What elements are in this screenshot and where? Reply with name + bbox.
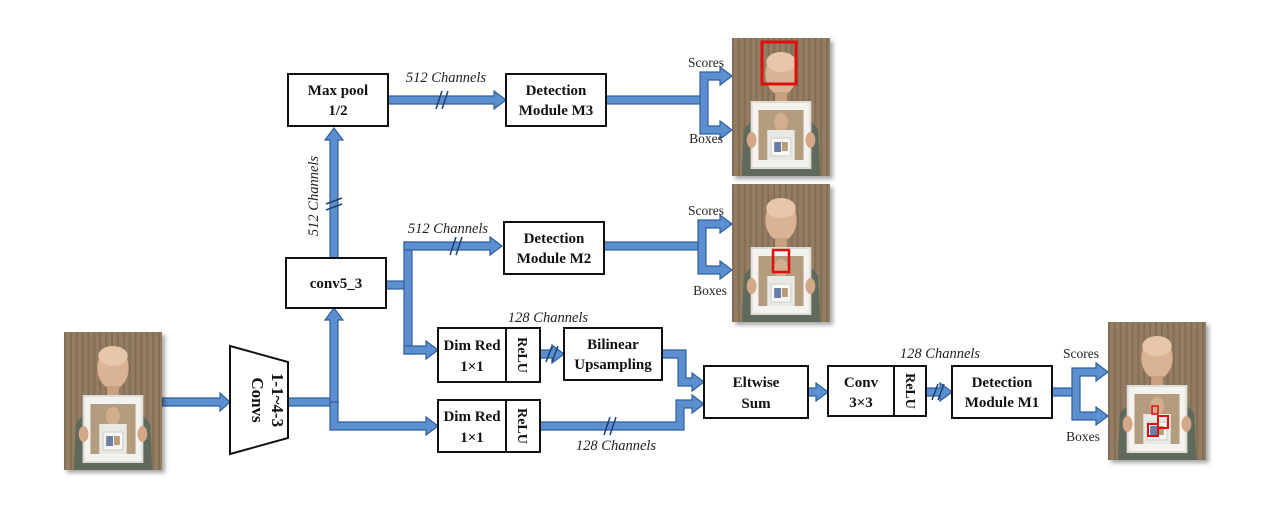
convs-block: Convs 1-1~4-3	[229, 344, 289, 456]
max-pool-ratio: 1/2	[328, 103, 347, 119]
relu-m1-label: ReLU	[902, 373, 917, 409]
det-m3-line2: Module M3	[519, 103, 594, 119]
detection-box-m1-c	[1151, 405, 1159, 415]
person-photo-input	[63, 331, 163, 471]
channels-m2-label: 512 Channels	[408, 221, 489, 237]
scores-m2-label: Scores	[688, 203, 724, 218]
det-m2-line1: Detection	[524, 231, 585, 247]
max-pool-label: Max pool	[308, 83, 368, 99]
detection-box-m1-a	[1147, 423, 1159, 437]
det-m1-line1: Detection	[972, 375, 1033, 391]
conv5-3-label: conv5_3	[310, 276, 363, 292]
dimred-bottom-line1: Dim Red	[443, 409, 501, 425]
eltwise-line1: Eltwise	[733, 375, 780, 391]
channels-dimred-top-label: 128 Channels	[508, 310, 589, 326]
relu-top-label: ReLU	[514, 337, 529, 373]
bilinear-line1: Bilinear	[587, 337, 639, 353]
det-m3-line1: Detection	[526, 83, 587, 99]
channels-conv3x3-label: 128 Channels	[900, 346, 981, 362]
detection-box-m2	[771, 248, 791, 274]
convs-label: Convs	[248, 377, 267, 423]
connections	[161, 65, 1109, 437]
scores-m3-label: Scores	[688, 55, 724, 70]
dimred-top-block: Dim Red 1×1 ReLU	[437, 327, 541, 383]
dimred-top-line2: 1×1	[460, 359, 484, 375]
detection-box-m3	[760, 40, 798, 86]
channels-dimred-bottom-label: 128 Channels	[576, 438, 657, 454]
detection-module-m2: Detection Module M2	[503, 221, 605, 275]
boxes-m3-label: Boxes	[689, 131, 723, 146]
boxes-m2-label: Boxes	[693, 283, 727, 298]
dimred-top-line1: Dim Red	[443, 338, 501, 354]
conv3x3-line1: Conv	[844, 375, 879, 391]
dimred-bottom-line2: 1×1	[460, 430, 484, 446]
scores-m1-label: Scores	[1063, 346, 1099, 361]
detection-module-m1: Detection Module M1	[951, 365, 1053, 419]
bilinear-line2: Upsampling	[574, 357, 652, 373]
convs-range: 1-1~4-3	[268, 373, 287, 427]
det-m2-line2: Module M2	[517, 251, 592, 267]
conv3x3-line2: 3×3	[849, 395, 873, 411]
detection-box-m1-b	[1157, 415, 1169, 429]
channels-vertical-label: 512 Channels	[306, 156, 322, 237]
person-photo-m2	[731, 183, 831, 323]
channel-ticks	[325, 90, 945, 436]
dimred-bottom-block: Dim Red 1×1 ReLU	[437, 399, 541, 453]
relu-bottom-label: ReLU	[514, 408, 529, 444]
conv5-3-block: conv5_3	[285, 257, 387, 309]
person-photo-m1	[1107, 321, 1207, 461]
eltwise-line2: Sum	[741, 396, 771, 412]
bilinear-upsampling-block: Bilinear Upsampling	[563, 327, 663, 381]
max-pool-block: Max pool 1/2	[287, 73, 389, 127]
eltwise-sum-block: Eltwise Sum	[703, 365, 809, 419]
boxes-m1-label: Boxes	[1066, 429, 1100, 444]
conv3x3-block: Conv 3×3 ReLU	[827, 365, 927, 417]
person-photo-m3	[731, 37, 831, 177]
detection-module-m3: Detection Module M3	[505, 73, 607, 127]
det-m1-line2: Module M1	[965, 395, 1040, 411]
channels-m3-label: 512 Channels	[406, 70, 487, 86]
